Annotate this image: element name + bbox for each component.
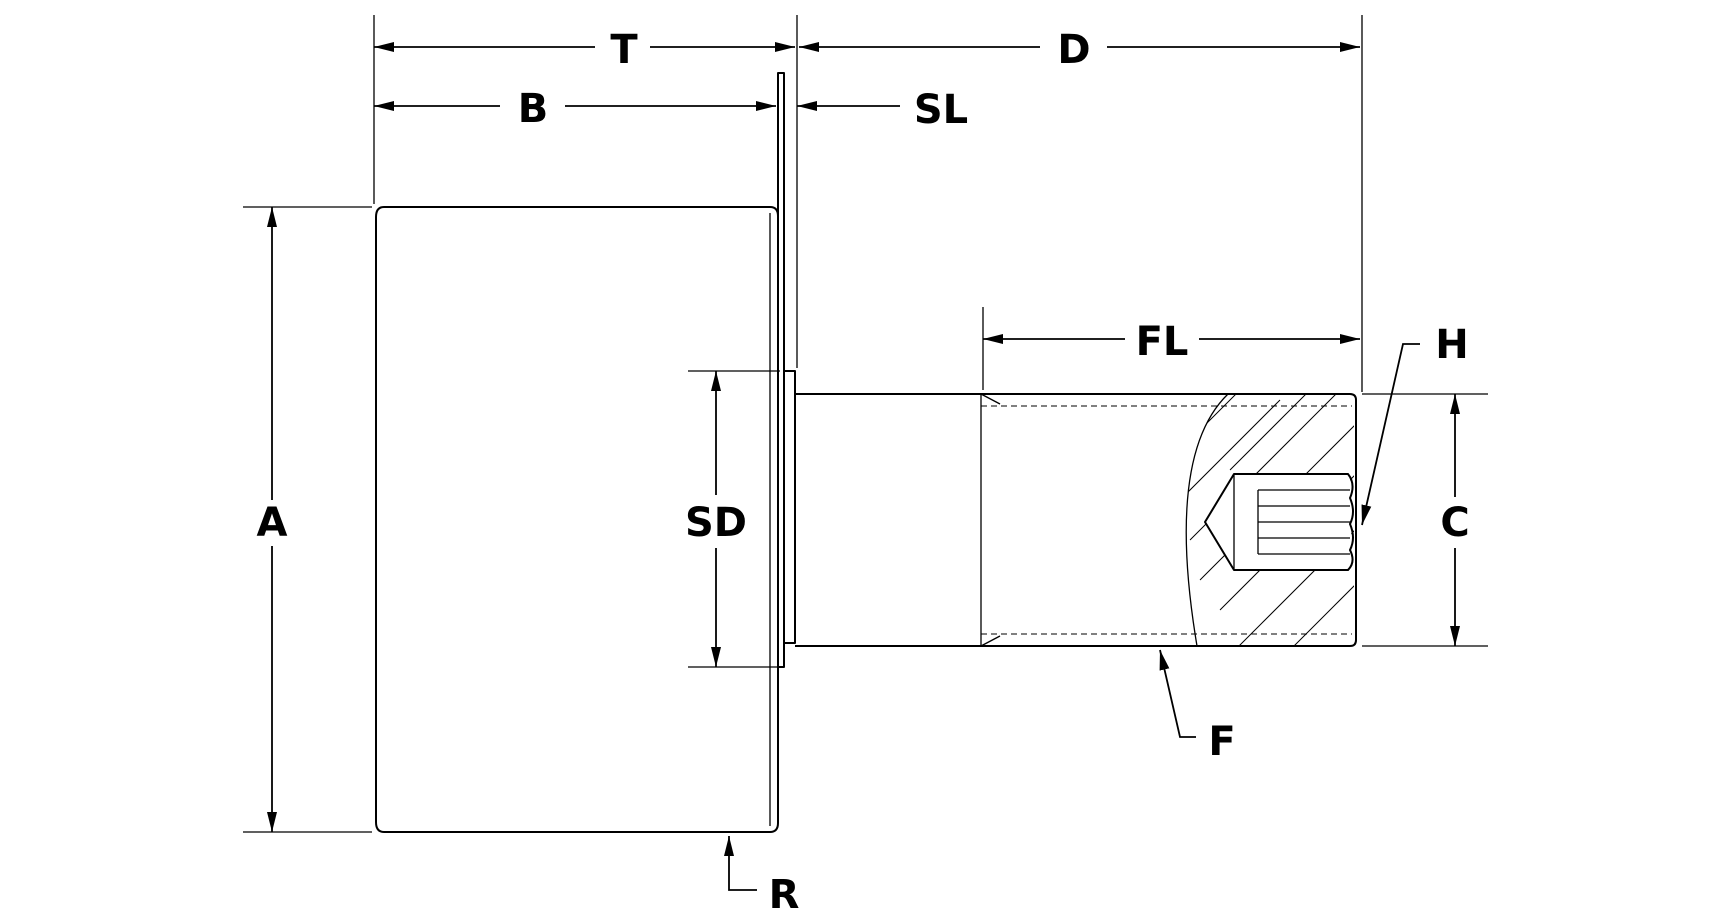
dim-label-FL: FL: [1136, 319, 1189, 365]
dimension-SD: SD: [685, 371, 747, 667]
dim-label-R: R: [769, 872, 800, 917]
stud-shaft: [795, 393, 1357, 647]
dim-label-B: B: [518, 86, 549, 132]
dimension-T: T: [374, 27, 795, 73]
dim-label-SD: SD: [685, 500, 747, 546]
extension-lines: [243, 15, 1488, 833]
dim-label-A: A: [257, 500, 288, 546]
dimension-FL: FL: [983, 319, 1360, 365]
dim-label-SL: SL: [914, 87, 968, 133]
leader-H: H: [1361, 322, 1469, 526]
dim-label-T: T: [610, 27, 638, 73]
shoulder-collar: [783, 370, 796, 644]
leader-F: F: [1159, 649, 1236, 765]
dimension-B: B: [374, 86, 776, 132]
leader-R: R: [724, 836, 800, 917]
dimension-SL: SL: [797, 87, 968, 133]
section-cutaway: [1185, 393, 1354, 647]
dimension-D: D: [799, 27, 1360, 73]
dimension-C: C: [1440, 394, 1470, 646]
dim-label-D: D: [1057, 27, 1090, 73]
dimension-A: A: [257, 207, 288, 832]
dim-label-H: H: [1435, 322, 1468, 368]
dim-label-F: F: [1208, 719, 1235, 765]
dim-label-C: C: [1440, 500, 1469, 546]
